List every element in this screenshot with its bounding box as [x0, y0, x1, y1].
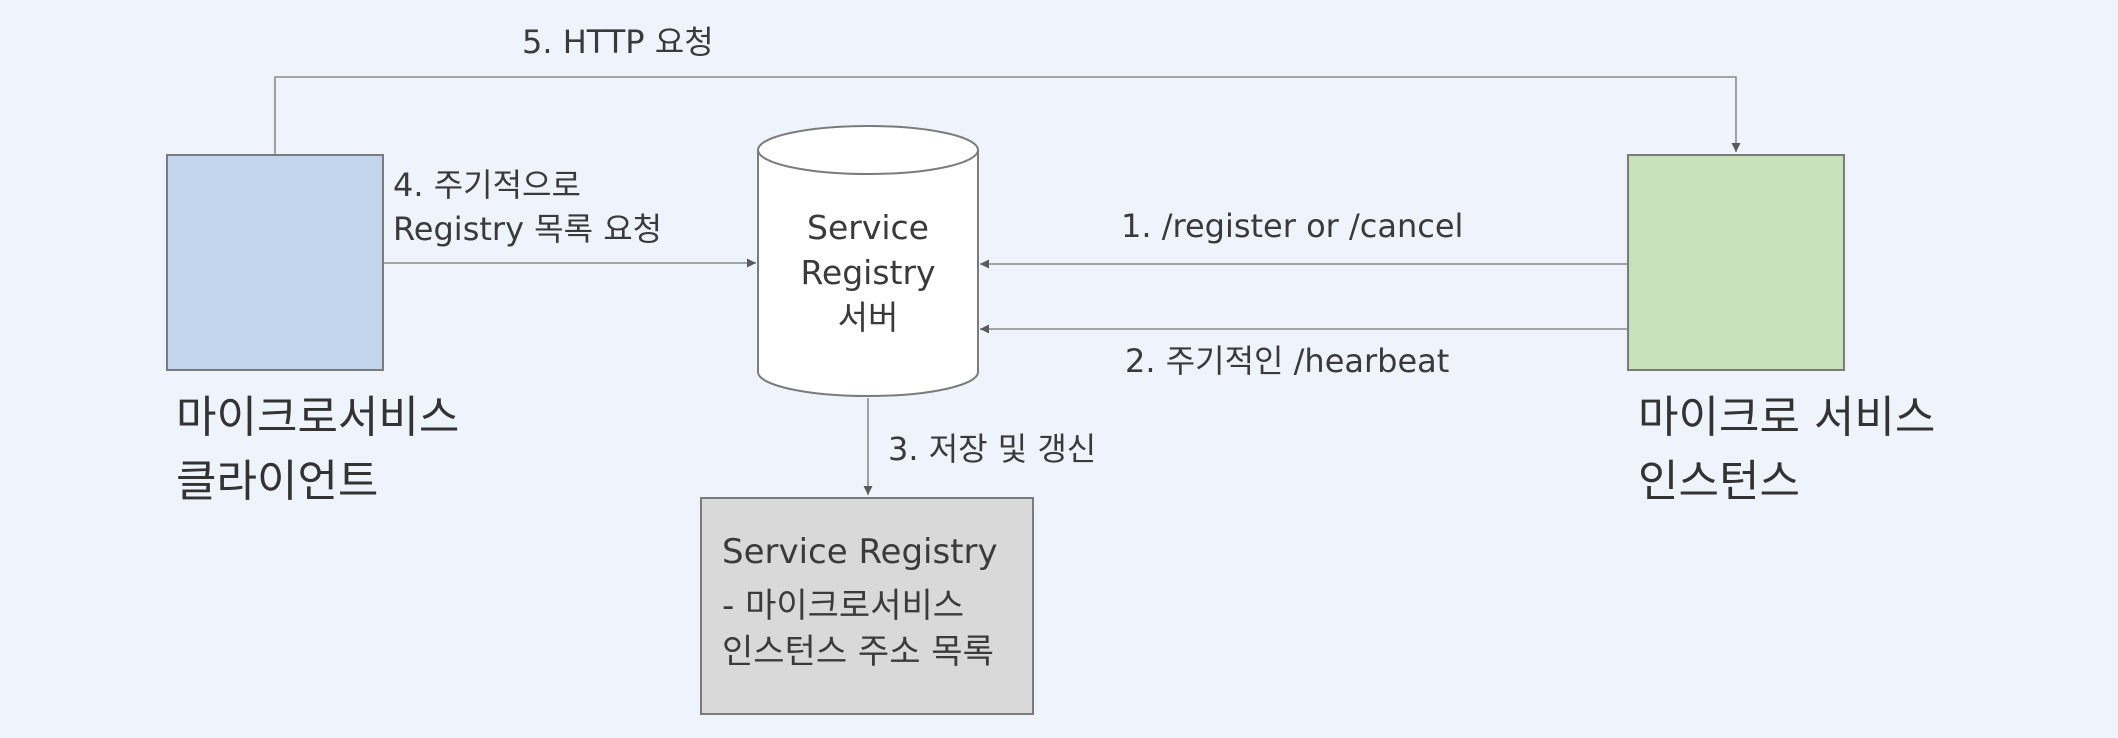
- edge-http-request: [274, 76, 1741, 154]
- instance-box: [1627, 154, 1845, 371]
- client-label-line: 클라이언트: [176, 456, 379, 507]
- instance-label-line: 인스턴스: [1638, 456, 1800, 507]
- instance-label: 마이크로 서비스 인스턴스: [1638, 386, 1935, 514]
- edge-fetch-label-line: 4. 주기적으로: [393, 166, 581, 204]
- registry-server-line: 서버: [837, 298, 899, 337]
- registry-server-line: Service: [807, 208, 929, 247]
- registry-store-line: 인스턴스 주소 목록: [722, 632, 994, 672]
- client-label: 마이크로서비스 클라이언트: [176, 386, 459, 514]
- edge-fetch-label: 4. 주기적으로 Registry 목록 요청: [393, 163, 662, 251]
- registry-server-line: Registry: [800, 253, 936, 292]
- client-label-line: 마이크로서비스: [176, 392, 460, 443]
- edge-register-label: 1. /register or /cancel: [1121, 207, 1464, 245]
- registry-server-cylinder: [757, 125, 979, 397]
- edge-heartbeat-label: 2. 주기적인 /hearbeat: [1125, 342, 1450, 380]
- client-box: [166, 154, 384, 371]
- instance-label-line: 마이크로 서비스: [1638, 392, 1936, 443]
- registry-store-line: - 마이크로서비스: [722, 586, 965, 626]
- edge-http-label: 5. HTTP 요청: [522, 23, 714, 61]
- registry-store-box: Service Registry - 마이크로서비스 인스턴스 주소 목록: [700, 497, 1034, 715]
- registry-server-label: Service Registry 서버: [758, 205, 978, 340]
- edge-fetch-label-line: Registry 목록 요청: [393, 210, 663, 248]
- edge-store-label: 3. 저장 및 갱신: [888, 430, 1097, 468]
- registry-store-title: Service Registry: [722, 532, 998, 572]
